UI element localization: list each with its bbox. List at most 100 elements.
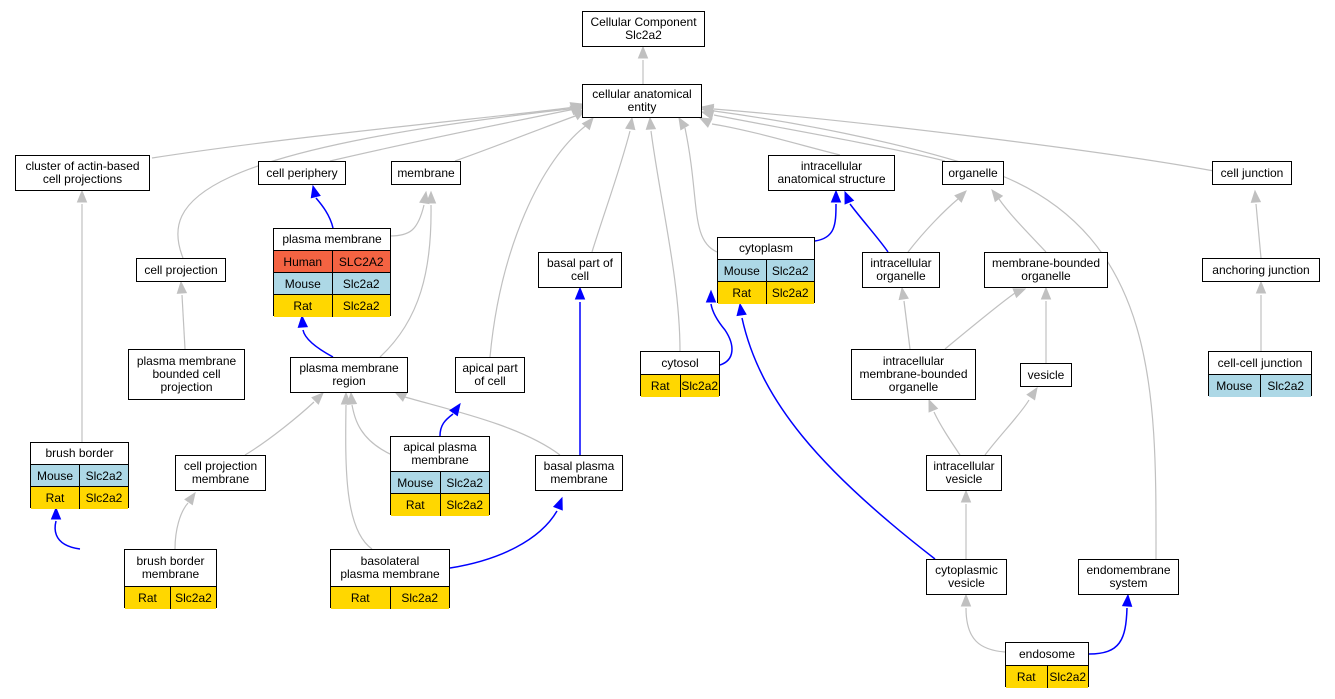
arrowhead <box>425 190 437 204</box>
part-of-edge <box>449 510 558 569</box>
node-label: cell junction <box>1220 165 1284 180</box>
arrowhead <box>297 314 309 328</box>
is-a-edge <box>329 108 576 162</box>
node-label: Cellular Component Slc2a2 <box>590 15 697 42</box>
is-a-edge <box>389 204 425 237</box>
species-cell: Rat <box>125 587 170 609</box>
node-bpm: basal plasma membrane <box>535 455 623 491</box>
node-label: cytoplasm <box>718 238 814 260</box>
is-a-edge <box>903 300 911 350</box>
node-label: cluster of actin-based cell projections <box>25 159 140 186</box>
arrowhead <box>698 117 713 128</box>
arrowhead <box>184 491 196 506</box>
is-a-edge <box>933 411 961 456</box>
arrowhead <box>736 302 747 317</box>
node-cellproj: cell projection <box>136 258 226 282</box>
node-apc: apical part of cell <box>455 357 525 393</box>
species-cell: Mouse <box>1209 375 1260 397</box>
node-label: basolateral plasma membrane <box>331 550 449 587</box>
arrowhead <box>625 116 636 131</box>
node-label: intracellular vesicle <box>933 459 995 486</box>
is-a-edge <box>489 123 589 358</box>
arrowhead <box>340 391 352 405</box>
is-a-edge <box>711 123 841 156</box>
node-membrane: membrane <box>391 161 461 185</box>
is-a-edge <box>998 198 1047 253</box>
node-label: membrane-bounded organelle <box>991 256 1101 283</box>
part-of-edge <box>1088 607 1128 655</box>
node-label: basal plasma membrane <box>543 459 615 486</box>
node-ias: intracellular anatomical structure <box>768 155 895 191</box>
node-ems: endomembrane system <box>1078 559 1179 595</box>
node-imbo: intracellular membrane-bounded organelle <box>851 349 976 400</box>
node-label: plasma membrane region <box>299 361 399 388</box>
node-label: cellular anatomical entity <box>592 87 692 114</box>
arrowhead <box>954 190 967 203</box>
arrowhead <box>1040 286 1052 300</box>
is-a-edge <box>177 107 579 259</box>
is-a-edge <box>650 130 681 352</box>
is-a-edge <box>454 114 579 162</box>
node-organelle: organelle <box>942 161 1004 185</box>
is-a-edge <box>379 204 432 358</box>
node-vesicle: vesicle <box>1020 363 1072 387</box>
species-cell: Mouse <box>391 472 440 493</box>
node-anchjunc: anchoring junction <box>1202 258 1320 282</box>
gene-cell: Slc2a2 <box>1046 666 1088 688</box>
gene-cell: Slc2a2 <box>679 375 719 397</box>
node-pmbcp: plasma membrane bounded cell projection <box>128 349 245 400</box>
is-a-edge <box>351 404 393 456</box>
node-pmr: plasma membrane region <box>290 357 408 393</box>
is-a-edge <box>404 396 561 456</box>
is-a-edge <box>151 106 576 159</box>
gene-cell: Slc2a2 <box>765 282 814 304</box>
node-label: cytoplasmic vesicle <box>935 563 998 590</box>
node-label: endomembrane system <box>1086 563 1171 590</box>
species-cell: Mouse <box>31 465 79 486</box>
node-label: brush border <box>31 443 128 465</box>
part-of-edge <box>439 413 454 437</box>
is-a-edge <box>907 198 959 253</box>
is-a-edge <box>965 607 1006 653</box>
is-a-edge <box>684 127 718 253</box>
node-label: brush border membrane <box>125 550 216 587</box>
node-label: cell projection <box>144 262 218 277</box>
species-cell: Human <box>274 251 332 272</box>
arrowhead <box>678 116 690 131</box>
arrowhead <box>844 190 855 205</box>
arrowhead <box>645 116 657 130</box>
node-cellper: cell periphery <box>258 161 346 185</box>
node-label: cell projection membrane <box>183 459 258 486</box>
arrowhead <box>960 593 972 607</box>
node-cc: Cellular Component Slc2a2 <box>582 11 705 47</box>
is-a-edge <box>181 294 186 350</box>
species-cell: Rat <box>718 282 766 304</box>
arrowhead <box>991 188 1004 203</box>
node-label: apical part of cell <box>462 361 518 388</box>
node-label: anchoring junction <box>1212 262 1310 277</box>
node-label: endosome <box>1006 643 1088 666</box>
gene-cell: Slc2a2 <box>765 260 814 281</box>
arrowhead <box>574 286 586 300</box>
is-a-edge <box>984 399 1030 456</box>
is-a-edge <box>1255 203 1262 259</box>
arrowhead <box>552 496 563 511</box>
arrowhead <box>449 402 461 417</box>
arrowhead <box>1250 189 1262 203</box>
arrowhead <box>960 489 972 503</box>
gene-cell: Slc2a2 <box>1259 375 1311 397</box>
